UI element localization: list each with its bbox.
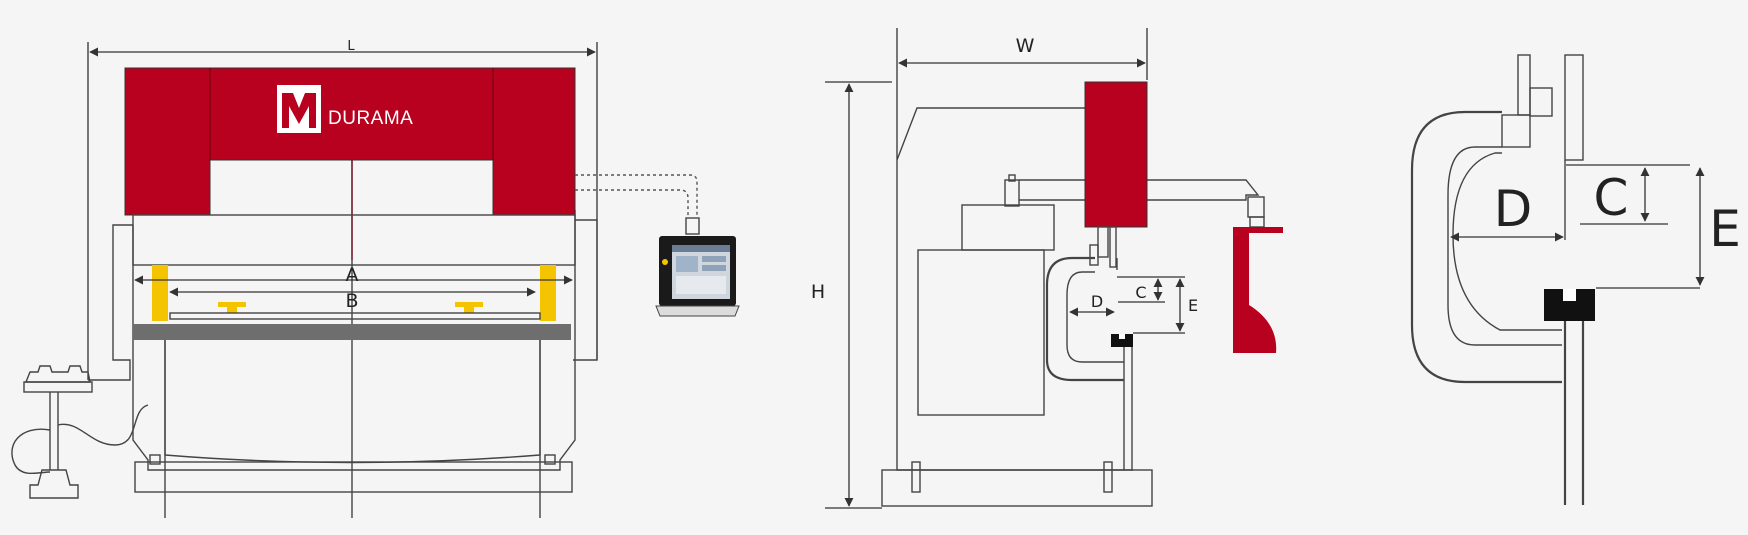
lower-body-outline (132, 210, 576, 471)
dim-b-label: B (345, 290, 358, 312)
side-punch-holder (1097, 226, 1109, 258)
logo-mark (282, 93, 316, 128)
side-view: W H (811, 28, 1283, 509)
detail-die-groove (1563, 289, 1576, 301)
side-dim-d-label: D (1091, 292, 1103, 311)
detail-c-frame-outer (1410, 110, 1562, 384)
controller-screen-header (672, 245, 730, 252)
base-foot-left (149, 454, 161, 465)
side-motor (961, 204, 1055, 251)
side-motor-top (1004, 179, 1020, 207)
side-tank (917, 249, 1045, 416)
detail-c-frame-mid (1447, 146, 1562, 346)
controller-screen-row (702, 256, 726, 262)
foot-pedal (11, 365, 149, 499)
side-arm-tip (1249, 216, 1265, 228)
controller-base (655, 305, 740, 317)
side-dim-c-label: C (1135, 283, 1146, 302)
yellow-guide-left (152, 265, 168, 321)
side-base-bolt-right (1103, 461, 1113, 493)
clamp-right (455, 302, 483, 313)
side-dim-e-label: E (1188, 296, 1198, 315)
dim-a-label: A (346, 264, 359, 286)
pedal-head (24, 365, 91, 383)
frame-right-back (573, 219, 598, 361)
side-die (1111, 334, 1133, 347)
base-foot-right (544, 454, 556, 465)
detail-ram-plate (1564, 54, 1584, 161)
controller-indicator-icon (662, 259, 668, 265)
cable-lower (575, 189, 689, 218)
side-cylinder-red (1084, 81, 1148, 228)
cnc-controller (655, 236, 740, 317)
brand-name: DURAMA (328, 108, 413, 129)
durama-logo-icon: DURAMA (277, 85, 413, 133)
ram-block (132, 214, 576, 266)
upper-frame-red (124, 67, 576, 216)
frame-left-back (88, 224, 133, 381)
side-frame-top (896, 107, 1085, 161)
side-c-frame-inner (1066, 271, 1124, 363)
front-view: L DURAMA A B (11, 39, 740, 518)
dim-w-label: W (1016, 35, 1035, 57)
machine-base (134, 461, 573, 493)
side-arm-pivot (1247, 196, 1265, 218)
side-c-frame-outer (1045, 256, 1124, 382)
detail-punch-holder (1501, 114, 1531, 148)
clamp-left (218, 302, 246, 313)
controller-screen-footer (676, 276, 726, 294)
pedal-foot (29, 469, 79, 499)
cable-upper (575, 174, 698, 218)
dim-l-label: L (347, 39, 355, 54)
yellow-guide-right (540, 265, 556, 321)
pedal-cable (11, 428, 51, 475)
detail-dim-d-label: D (1494, 180, 1533, 238)
controller-screen-panel (676, 256, 698, 272)
detail-dim-e-label: E (1709, 200, 1741, 258)
dim-h-label: H (811, 281, 825, 303)
pedal-cable-2 (57, 404, 149, 446)
controller-screen-row (702, 265, 726, 271)
die-rail (169, 312, 541, 320)
side-clamp (1089, 244, 1099, 266)
detail-punch-bar (1517, 54, 1531, 116)
pedal-plate (23, 381, 93, 393)
backgauge-finger-red (1233, 227, 1283, 353)
work-table (133, 324, 571, 340)
detail-punch-clamp (1529, 87, 1553, 117)
detail-view: D C E (1410, 54, 1741, 505)
side-ram-plate (1109, 226, 1117, 268)
controller-mount (685, 217, 700, 235)
detail-dim-c-label: C (1594, 169, 1629, 227)
side-motor-cap (1008, 174, 1016, 182)
side-arm (1019, 179, 1260, 201)
side-base-bolt-left (911, 461, 921, 493)
side-base (881, 469, 1153, 507)
side-die-groove (1119, 334, 1125, 339)
